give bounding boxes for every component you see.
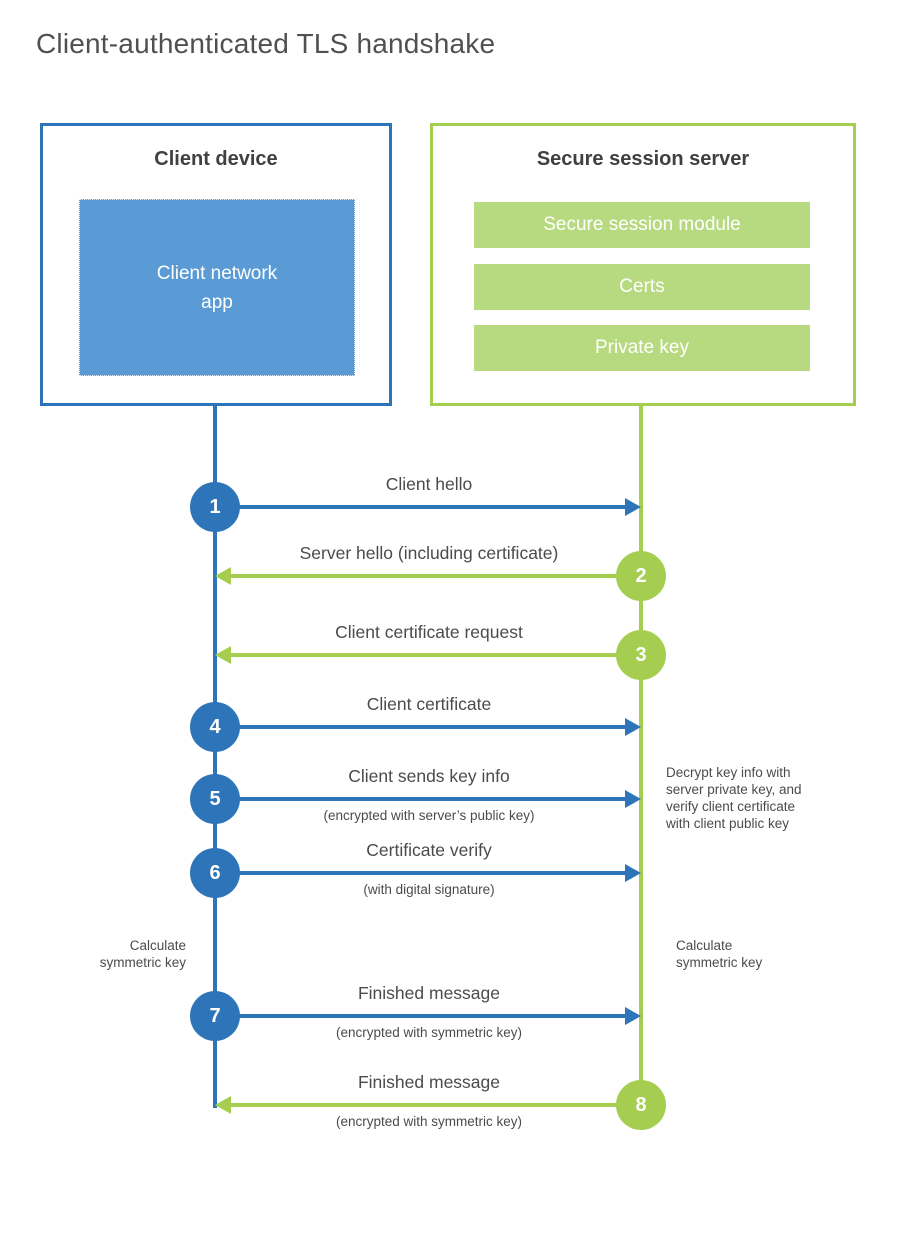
note-decrypt-key-info: Decrypt key info with server private key… xyxy=(666,765,802,831)
server-component-certs: Certs xyxy=(474,264,810,310)
step-number: 2 xyxy=(635,564,647,587)
step-number: 5 xyxy=(209,787,221,810)
message-3-arrow xyxy=(231,653,641,657)
server-title: Secure session server xyxy=(536,148,750,170)
arrowhead-right-icon xyxy=(625,1007,641,1025)
step-number: 3 xyxy=(635,643,647,666)
client-network-app-box: Client network app xyxy=(79,199,355,376)
step-number: 1 xyxy=(209,495,221,518)
step-circle-1: 1 xyxy=(190,482,240,532)
step-number: 8 xyxy=(635,1093,647,1116)
client-lifeline xyxy=(213,406,217,1108)
arrowhead-left-icon xyxy=(215,1096,231,1114)
message-6-sublabel: (with digital signature) xyxy=(363,882,495,897)
message-3-label: Client certificate request xyxy=(335,622,523,642)
step-circle-2: 2 xyxy=(616,551,666,601)
step-number: 4 xyxy=(209,715,221,738)
message-6-arrow xyxy=(215,871,625,875)
message-7-sublabel: (encrypted with symmetric key) xyxy=(335,1025,523,1040)
step-circle-4: 4 xyxy=(190,702,240,752)
step-number: 6 xyxy=(209,861,221,884)
message-5-label: Client sends key info xyxy=(348,766,510,786)
arrowhead-left-icon xyxy=(215,646,231,664)
message-5-sublabel: (encrypted with server’s public key) xyxy=(323,808,535,823)
server-component-secure-session-module: Secure session module xyxy=(474,202,810,248)
message-1-arrow xyxy=(215,505,625,509)
message-5-arrow xyxy=(215,797,625,801)
message-7-label: Finished message xyxy=(357,983,501,1003)
note-calculate-symmetric-key-client: Calculate symmetric key xyxy=(99,938,186,970)
note-calculate-symmetric-key-server: Calculate symmetric key xyxy=(676,938,763,970)
message-6-label: Certificate verify xyxy=(366,840,492,860)
page-title: Client-authenticated TLS handshake xyxy=(36,28,496,59)
message-8-label: Finished message xyxy=(357,1072,501,1092)
step-circle-3: 3 xyxy=(616,630,666,680)
arrowhead-right-icon xyxy=(625,498,641,516)
message-7-arrow xyxy=(215,1014,625,1018)
arrowhead-right-icon xyxy=(625,790,641,808)
step-circle-5: 5 xyxy=(190,774,240,824)
step-circle-8: 8 xyxy=(616,1080,666,1130)
server-lifeline xyxy=(639,406,643,1105)
message-8-arrow xyxy=(231,1103,641,1107)
message-2-arrow xyxy=(231,574,641,578)
step-number: 7 xyxy=(209,1004,221,1027)
arrowhead-left-icon xyxy=(215,567,231,585)
message-1-label: Client hello xyxy=(385,474,473,494)
server-component-private-key: Private key xyxy=(474,325,810,371)
message-4-arrow xyxy=(215,725,625,729)
step-circle-6: 6 xyxy=(190,848,240,898)
arrowhead-right-icon xyxy=(625,718,641,736)
message-8-sublabel: (encrypted with symmetric key) xyxy=(335,1114,523,1129)
message-2-label: Server hello (including certificate) xyxy=(299,543,559,563)
message-4-label: Client certificate xyxy=(366,694,492,714)
arrowhead-right-icon xyxy=(625,864,641,882)
step-circle-7: 7 xyxy=(190,991,240,1041)
client-device-title: Client device xyxy=(154,148,278,170)
